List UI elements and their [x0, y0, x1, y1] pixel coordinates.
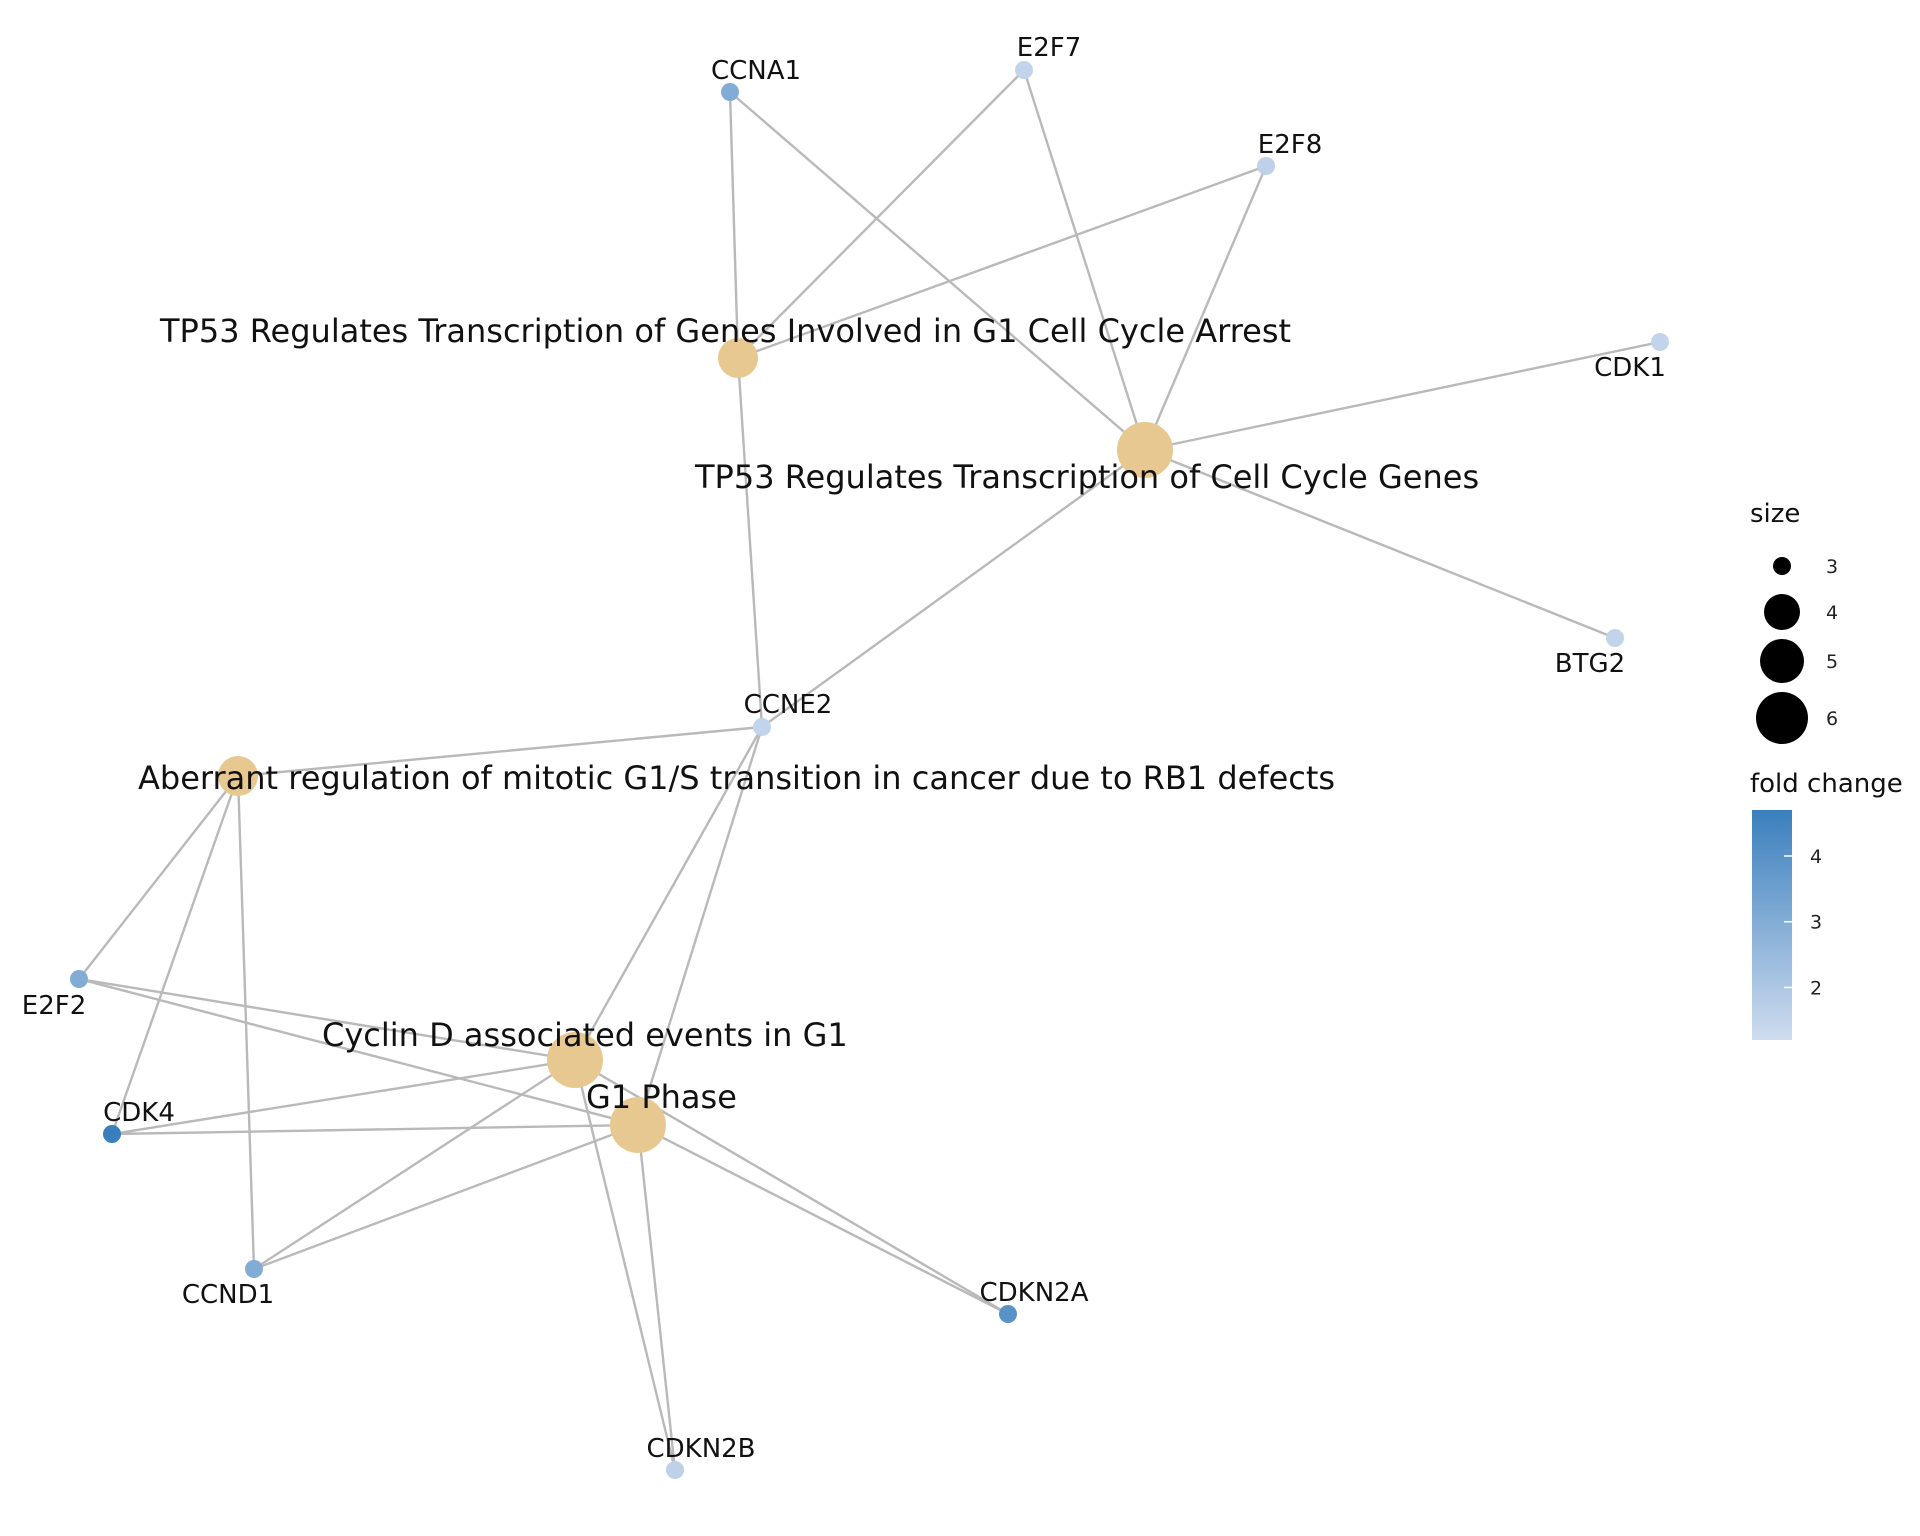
gene-label-E2F2: E2F2	[22, 991, 86, 1021]
size-legend-key-3	[1773, 557, 1791, 575]
size-legend-key-6	[1756, 692, 1808, 744]
gene-label-CCNE2: CCNE2	[744, 690, 833, 720]
gene-node-CDKN2B	[666, 1461, 684, 1479]
label-layer: TP53 Regulates Transcription of Genes In…	[22, 33, 1666, 1464]
gene-label-CDK4: CDK4	[103, 1098, 175, 1128]
edge-aberrant-CCNE2	[237, 725, 763, 778]
size-legend-title: size	[1750, 499, 1800, 529]
pathway-node-tp53_g1	[718, 338, 758, 378]
edge-g1phase-E2F2	[78, 977, 639, 1127]
pathway-node-cyclind	[547, 1032, 603, 1088]
gene-label-E2F7: E2F7	[1017, 33, 1081, 63]
pathway-label-tp53_g1: TP53 Regulates Transcription of Genes In…	[159, 312, 1291, 350]
edge-aberrant-E2F2	[78, 775, 239, 980]
edge-tp53_cc-E2F7	[1022, 69, 1147, 451]
gene-label-CCND1: CCND1	[182, 1280, 274, 1310]
gene-label-BTG2: BTG2	[1555, 649, 1625, 679]
edge-tp53_g1-E2F7	[737, 69, 1025, 359]
edge-g1phase-CDKN2A	[637, 1123, 1009, 1316]
gene-node-CDK1	[1651, 333, 1669, 351]
edge-cyclind-CCNE2	[573, 726, 764, 1061]
edge-g1phase-CCND1	[253, 1123, 639, 1271]
gene-node-CCND1	[245, 1260, 263, 1278]
size-legend: 3 4 5 6	[1756, 556, 1838, 744]
edge-tp53_cc-BTG2	[1144, 448, 1616, 640]
size-legend-key-4	[1764, 594, 1800, 630]
fold-change-colorbar	[1752, 810, 1792, 1040]
edge-tp53_cc-CDK1	[1144, 340, 1661, 452]
node-layer	[70, 61, 1669, 1479]
pathway-label-aberrant: Aberrant regulation of mitotic G1/S tran…	[138, 759, 1335, 797]
edge-layer	[78, 69, 1661, 1471]
pathway-label-cyclind: Cyclin D associated events in G1	[322, 1016, 848, 1054]
edge-cyclind-CDK4	[111, 1058, 576, 1136]
gene-node-BTG2	[1606, 629, 1624, 647]
gene-label-CDK1: CDK1	[1594, 353, 1666, 383]
edge-aberrant-CDK4	[110, 775, 240, 1135]
gene-label-CCNA1: CCNA1	[711, 56, 801, 86]
edge-g1phase-CCNE2	[636, 726, 764, 1126]
legend: size 3 4 5 6 fold change 2 3 4	[1750, 499, 1903, 1040]
edge-tp53_cc-CCNE2	[761, 449, 1146, 728]
edge-cyclind-CCND1	[253, 1058, 576, 1271]
gene-node-E2F7	[1015, 61, 1033, 79]
fold-tick-label-4: 4	[1810, 846, 1822, 868]
pathway-node-tp53_cc	[1117, 422, 1173, 478]
edge-tp53_g1-CCNE2	[736, 357, 764, 728]
pathway-node-aberrant	[218, 756, 258, 796]
fold-tick-label-3: 3	[1810, 912, 1822, 934]
edge-g1phase-CDKN2B	[636, 1124, 677, 1471]
edge-tp53_g1-CCNA1	[728, 91, 740, 359]
gene-node-E2F2	[70, 970, 88, 988]
gene-node-CDKN2A	[999, 1305, 1017, 1323]
gene-node-CCNA1	[721, 83, 739, 101]
edge-cyclind-E2F2	[78, 977, 576, 1062]
edge-tp53_cc-CCNA1	[729, 91, 1146, 451]
pathway-node-g1phase	[610, 1097, 666, 1153]
fold-change-legend-title: fold change	[1750, 769, 1903, 799]
fold-tick-label-2: 2	[1810, 977, 1822, 999]
gene-node-CCNE2	[753, 718, 771, 736]
edge-cyclind-CDKN2B	[573, 1059, 677, 1471]
size-legend-key-5	[1760, 639, 1804, 683]
edge-tp53_cc-E2F8	[1143, 165, 1268, 451]
pathway-label-tp53_cc: TP53 Regulates Transcription of Cell Cyc…	[694, 458, 1479, 496]
pathway-label-g1phase: G1 Phase	[586, 1078, 737, 1116]
size-legend-label-5: 5	[1826, 651, 1838, 673]
gene-label-CDKN2B: CDKN2B	[646, 1434, 755, 1464]
fold-change-ticks: 2 3 4	[1784, 846, 1822, 999]
gene-node-E2F8	[1257, 157, 1275, 175]
gene-label-E2F8: E2F8	[1258, 130, 1322, 160]
gene-label-CDKN2A: CDKN2A	[979, 1278, 1088, 1308]
edge-g1phase-CDK4	[111, 1123, 639, 1136]
gene-node-CDK4	[103, 1125, 121, 1143]
edge-tp53_g1-E2F8	[737, 164, 1267, 360]
size-legend-label-6: 6	[1826, 708, 1838, 730]
size-legend-label-3: 3	[1826, 556, 1838, 578]
size-legend-label-4: 4	[1826, 602, 1838, 624]
